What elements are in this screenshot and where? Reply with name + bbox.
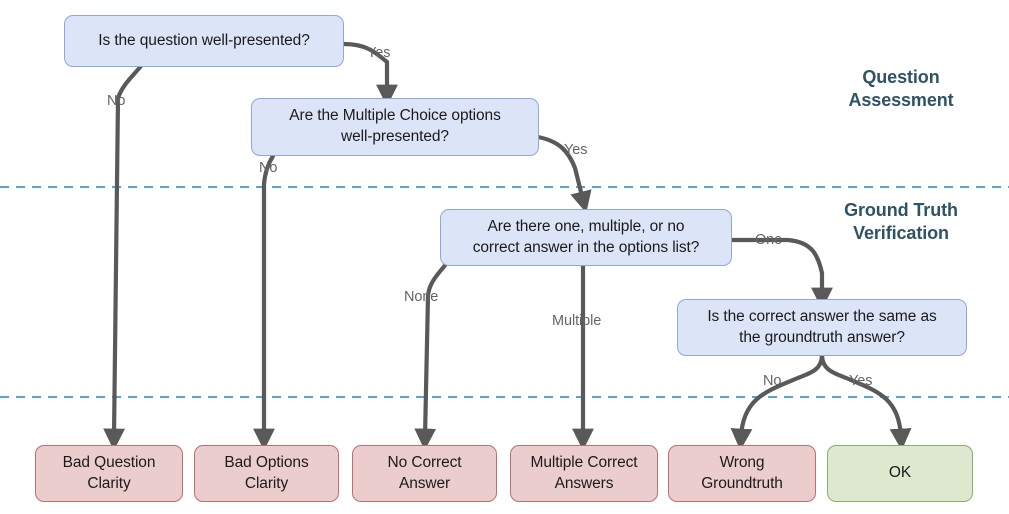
edge-label-q2-yes: Yes xyxy=(564,142,588,158)
edge-q3-none xyxy=(414,260,450,451)
phase-label-ground-truth-verification: Ground Truth Verification xyxy=(844,200,958,244)
edge-q4-no xyxy=(730,352,825,451)
terminal-node-no-correct-answer[interactable]: No Correct Answer xyxy=(352,445,497,502)
edge-label-q3-one: One xyxy=(755,232,783,248)
edge-label-q4-yes: Yes xyxy=(849,373,873,389)
edge-label-q1-yes: Yes xyxy=(367,45,391,61)
decision-node-question-well-presented[interactable]: Is the question well-presented? xyxy=(64,15,344,67)
edge-q2-yes xyxy=(535,134,592,214)
edge-q4-yes xyxy=(819,352,912,451)
edge-q3-one xyxy=(729,237,833,310)
terminal-node-wrong-groundtruth[interactable]: Wrong Groundtruth xyxy=(668,445,816,502)
decision-node-answer-matches-groundtruth[interactable]: Is the correct answer the same as the gr… xyxy=(677,299,967,356)
edge-q1-yes xyxy=(341,41,398,107)
terminal-node-multiple-correct-answers[interactable]: Multiple Correct Answers xyxy=(510,445,658,502)
decision-node-options-well-presented[interactable]: Are the Multiple Choice options well-pre… xyxy=(251,98,539,156)
edge-q2-no xyxy=(253,153,276,451)
edge-label-q3-multiple: Multiple xyxy=(552,313,602,329)
edge-label-q1-no: No xyxy=(107,93,126,109)
phase-label-question-assessment: Question Assessment xyxy=(848,67,954,111)
edge-q1-no xyxy=(103,63,144,451)
edge-label-q3-none: None xyxy=(404,289,439,305)
terminal-node-bad-options-clarity[interactable]: Bad Options Clarity xyxy=(194,445,339,502)
edge-label-q4-no: No xyxy=(763,373,782,389)
edge-label-q2-no: No xyxy=(259,160,278,176)
decision-node-correct-answer-count[interactable]: Are there one, multiple, or no correct a… xyxy=(440,209,732,266)
terminal-node-bad-question-clarity[interactable]: Bad Question Clarity xyxy=(35,445,183,502)
terminal-node-ok[interactable]: OK xyxy=(827,445,973,502)
